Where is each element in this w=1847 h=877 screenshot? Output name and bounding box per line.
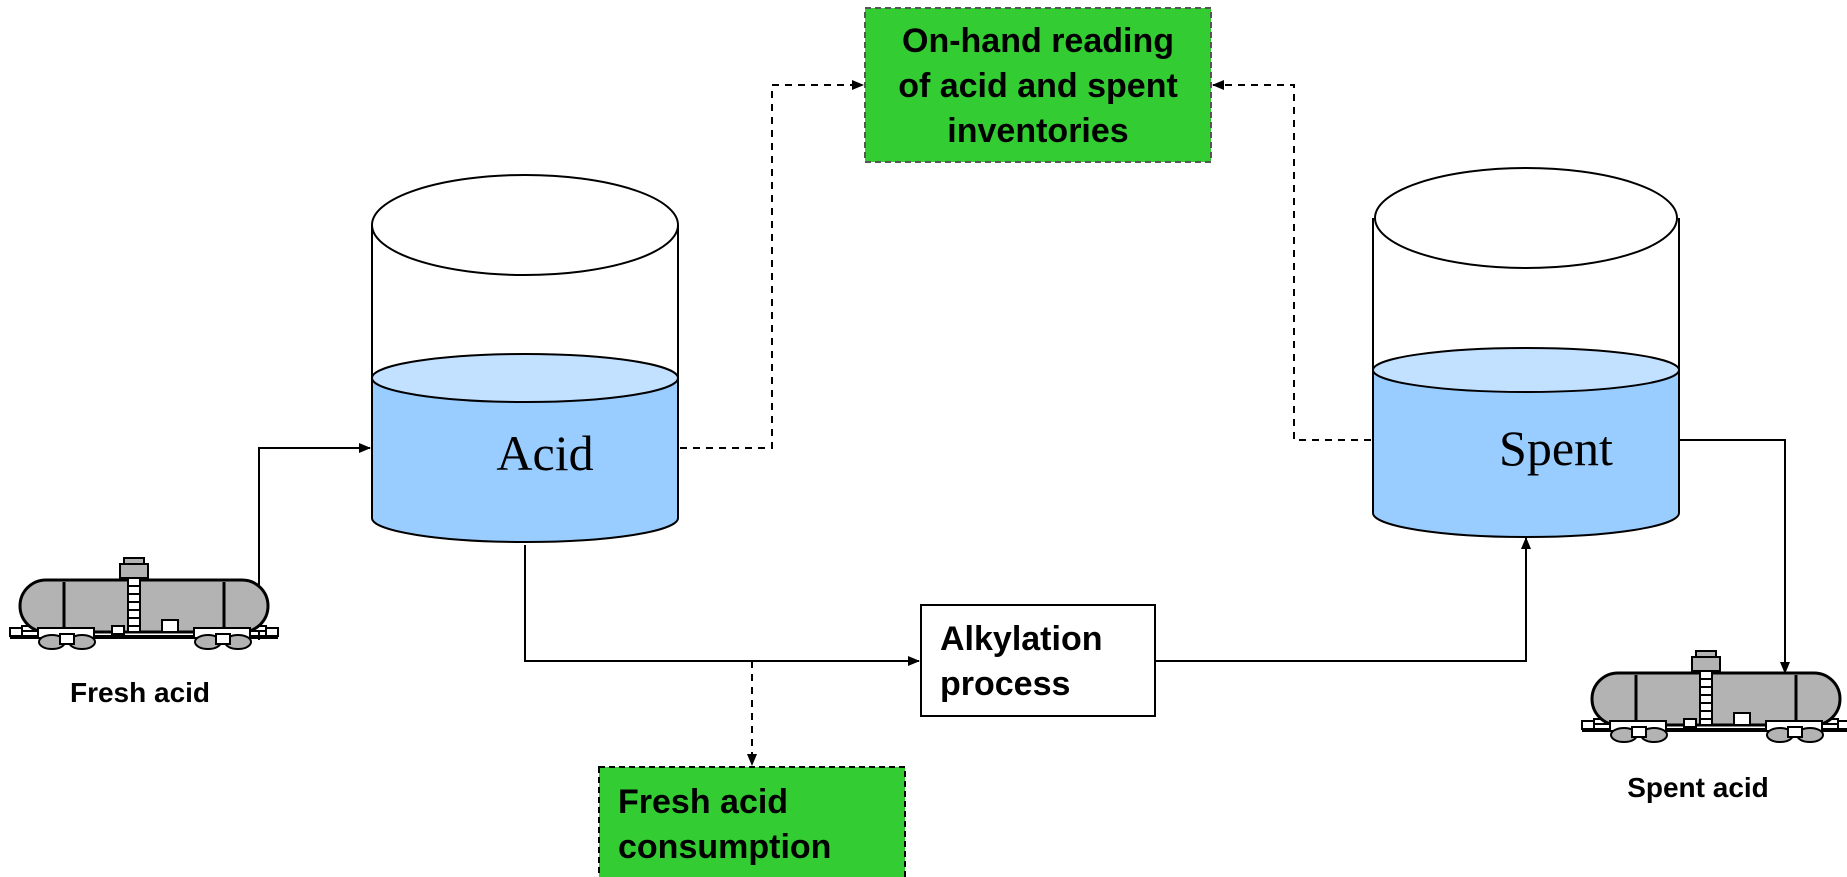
consumption-line-1: Fresh acid <box>618 783 788 821</box>
process-to-spent-line <box>1155 537 1531 662</box>
fresh-acid-consumption-box: Fresh acid consumption <box>598 766 906 877</box>
alkylation-line-1: Alkylation <box>940 620 1102 658</box>
on-hand-reading-box: On-hand reading of acid and spent invent… <box>864 7 1212 163</box>
spent-acid-label: Spent acid <box>1627 772 1769 803</box>
acid-to-process-line <box>524 545 920 666</box>
alkylation-line-2: process <box>940 665 1070 703</box>
fresh-acid-feed-line <box>258 443 371 640</box>
consumption-line-2: consumption <box>618 828 831 866</box>
on-hand-line-3: inventories <box>947 112 1128 150</box>
spent-reading-dashed-line <box>1212 80 1371 441</box>
on-hand-line-2: of acid and spent <box>898 67 1178 105</box>
fresh-acid-tank-car <box>8 556 280 651</box>
spent-acid-tank-car <box>1580 649 1847 744</box>
alkylation-process-box: Alkylation process <box>920 604 1156 717</box>
spent-to-car-line <box>1679 439 1790 674</box>
on-hand-line-1: On-hand reading <box>902 22 1174 60</box>
acid-tank: Acid <box>371 174 679 543</box>
acid-reading-dashed-line <box>680 80 864 449</box>
spent-tank: Spent <box>1372 167 1680 538</box>
acid-tank-label: Acid <box>496 425 593 481</box>
fresh-acid-label: Fresh acid <box>70 677 210 708</box>
spent-tank-label: Spent <box>1499 420 1613 476</box>
